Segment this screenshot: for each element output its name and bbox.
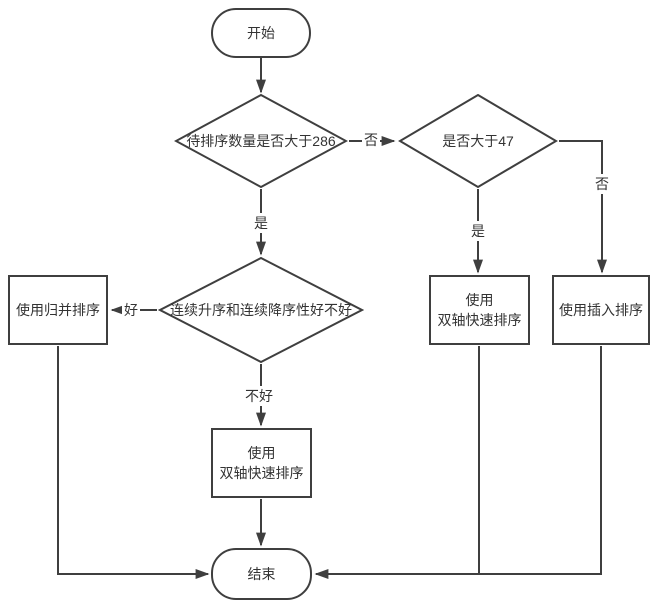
decision-runs-label: 连续升序和连续降序性好不好 [170,301,352,318]
decision-gt47-node: 是否大于47 [398,94,558,188]
edge-label-yes-47: 是 [469,221,487,241]
edge-label-no-286: 否 [362,130,380,150]
decision-count-node: 待排序数量是否大于286 [174,94,348,188]
quick-sort-right-node: 使用 双轴快速排序 [429,275,530,345]
merge-sort-label: 使用归并排序 [16,301,100,318]
quick-sort-right-label: 使用 双轴快速排序 [437,291,522,328]
insertion-sort-label: 使用插入排序 [559,301,643,318]
edge-decision-gt47-no-to-insertion-sort [559,140,607,274]
decision-count-label: 待排序数量是否大于286 [186,132,336,149]
edge-label-not-good: 不好 [243,386,275,406]
end-node-label: 结束 [247,565,276,582]
merge-sort-node: 使用归并排序 [8,275,108,345]
start-node-label: 开始 [247,24,275,41]
quick-sort-mid-node: 使用 双轴快速排序 [211,428,312,498]
edge-insertion-sort-to-end [314,346,602,579]
edge-merge-sort-to-end [57,346,210,579]
edge-label-no-47: 否 [593,174,611,194]
decision-runs-node: 连续升序和连续降序性好不好 [158,257,364,363]
decision-gt47-label: 是否大于47 [442,132,514,149]
diamond-shape [158,257,364,363]
diamond-shape [398,94,558,188]
end-node: 结束 [211,548,312,600]
start-node: 开始 [211,8,311,58]
diamond-shape [174,94,348,188]
insertion-sort-node: 使用插入排序 [552,275,650,345]
edge-label-good: 好 [122,300,140,320]
edge-label-yes-286: 是 [252,213,270,233]
quick-sort-mid-label: 使用 双轴快速排序 [219,444,304,481]
